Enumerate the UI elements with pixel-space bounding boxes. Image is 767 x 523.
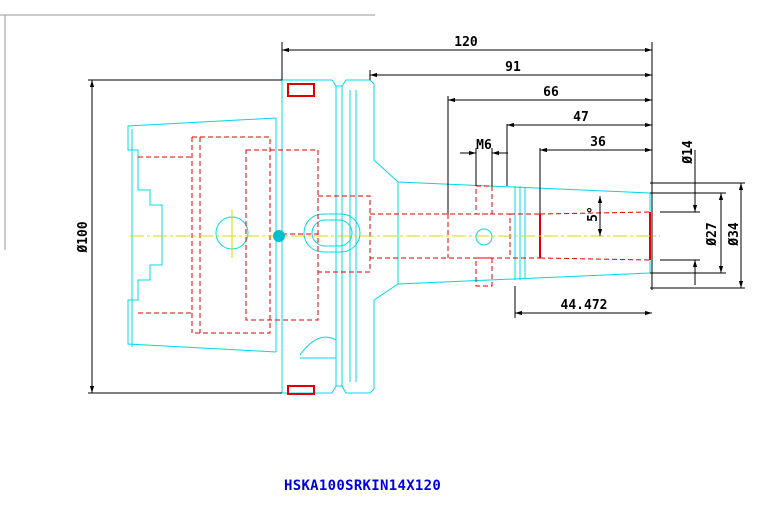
dim-taper-length: 44.472 [561, 298, 608, 313]
center-marker [273, 230, 285, 242]
dim-length-47: 47 [573, 110, 589, 125]
dim-taper-angle: 5° [586, 206, 601, 222]
drawing-frame [0, 14, 375, 250]
dim-length-66: 66 [543, 85, 559, 100]
dim-length-36: 36 [590, 135, 606, 150]
dim-flange-diameter: Ø100 [76, 221, 91, 253]
dim-overall-length: 120 [454, 35, 478, 50]
dim-nose-diameter-27: Ø27 [705, 222, 720, 246]
part-code-caption: HSKA100SRKIN14X120 [284, 478, 442, 494]
dim-thread: M6 [476, 138, 492, 153]
dimension-lines [88, 42, 745, 394]
dim-length-91: 91 [505, 60, 521, 75]
dim-nose-diameter-34: Ø34 [727, 222, 742, 247]
dim-clamp-diameter: Ø14 [681, 140, 696, 165]
